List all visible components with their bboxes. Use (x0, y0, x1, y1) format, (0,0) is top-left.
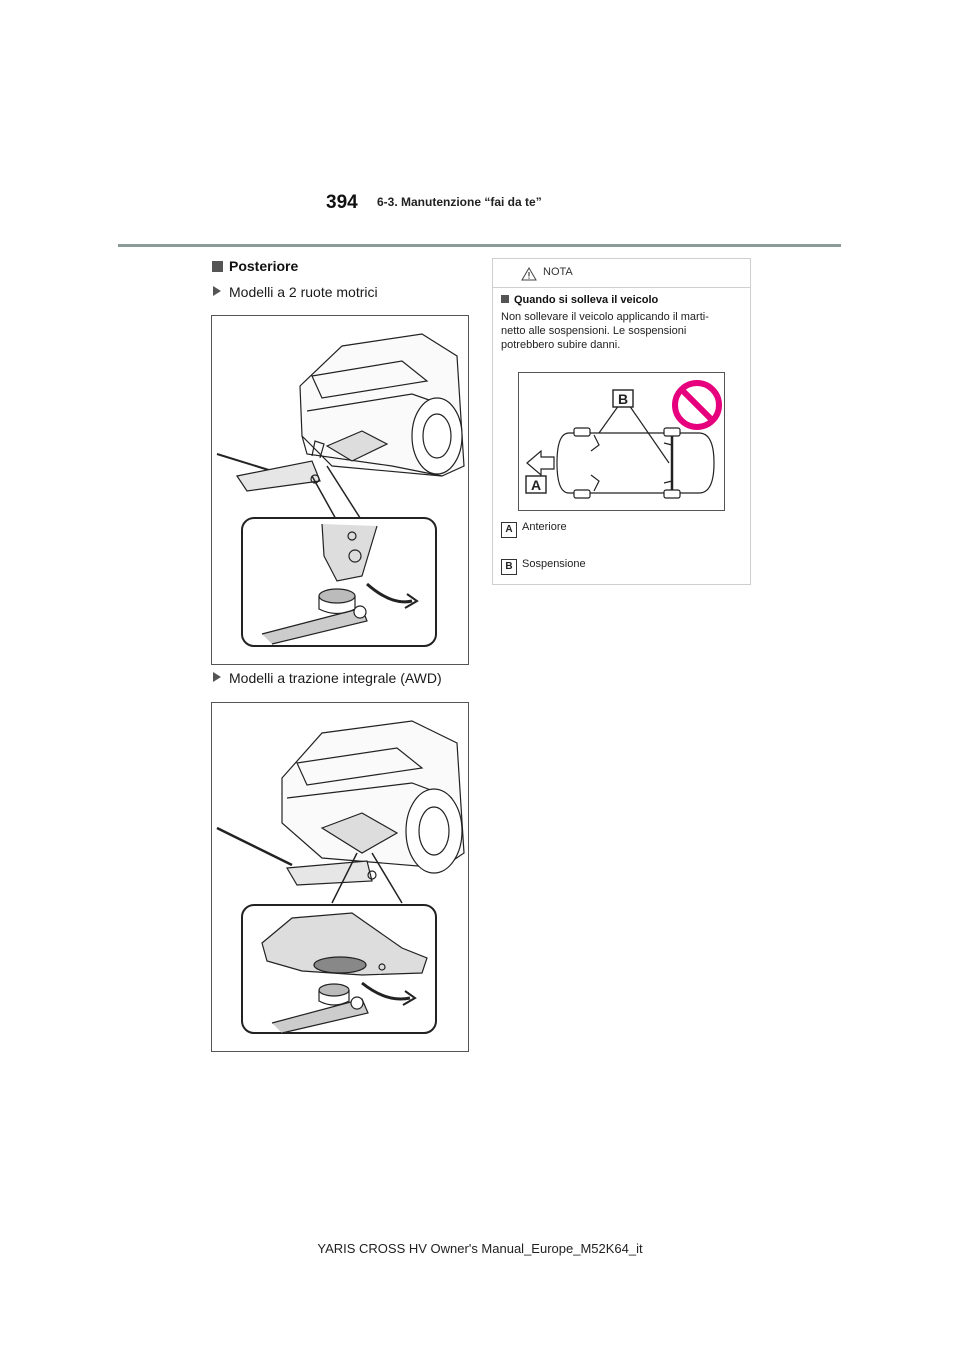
legend-row-b: B Sospensione (501, 558, 586, 575)
suspension-diagram-drawing: B A (525, 380, 722, 499)
subsection-awd-label: Modelli a trazione integrale (AWD) (229, 670, 442, 686)
label-b: B (618, 391, 628, 407)
label-a: A (531, 477, 541, 493)
note-box: NOTA Quando si solleva il veicolo Non so… (492, 258, 751, 585)
triangle-bullet-icon (213, 286, 221, 296)
legend-label-a: Anteriore (522, 521, 567, 533)
figure-awd-drawing (216, 720, 465, 1034)
subsection-awd: Modelli a trazione integrale (AWD) (213, 670, 442, 686)
warning-triangle-icon (521, 267, 537, 281)
subsection-2wd: Modelli a 2 ruote motrici (213, 284, 378, 300)
note-text: Non sollevare il veicolo applicando il m… (501, 311, 709, 351)
legend-row-a: A Anteriore (501, 521, 567, 538)
note-title: Quando si solleva il veicolo (501, 294, 658, 306)
inset-frame (241, 517, 437, 647)
legend-label-b: Sospensione (522, 558, 586, 570)
figure-2wd-jack-point (211, 315, 469, 665)
subsection-2wd-label: Modelli a 2 ruote motrici (229, 284, 378, 300)
figure-suspension-diagram: B A (518, 372, 725, 511)
note-header: NOTA (493, 259, 750, 288)
section-title: 6-3. Manutenzione “fai da te” (377, 195, 542, 209)
square-bullet-icon (212, 261, 223, 272)
label-b-box (612, 389, 634, 408)
figure-2wd-drawing (216, 333, 465, 647)
footer-manual-id: YARIS CROSS HV Owner's Manual_Europe_M52… (317, 1241, 643, 1256)
legend-key-b: B (501, 559, 517, 575)
square-bullet-icon (501, 295, 509, 303)
note-title-text: Quando si solleva il veicolo (514, 294, 659, 306)
header-rule (118, 244, 841, 247)
triangle-bullet-icon (213, 672, 221, 682)
page-number: 394 (326, 192, 358, 213)
label-a-box (525, 475, 547, 494)
legend-key-a: A (501, 522, 517, 538)
section-heading: Posteriore (212, 258, 298, 274)
prohibition-icon (672, 380, 722, 430)
section-heading-text: Posteriore (229, 258, 299, 274)
note-label: NOTA (543, 266, 573, 278)
figure-awd-jack-point (211, 702, 469, 1052)
